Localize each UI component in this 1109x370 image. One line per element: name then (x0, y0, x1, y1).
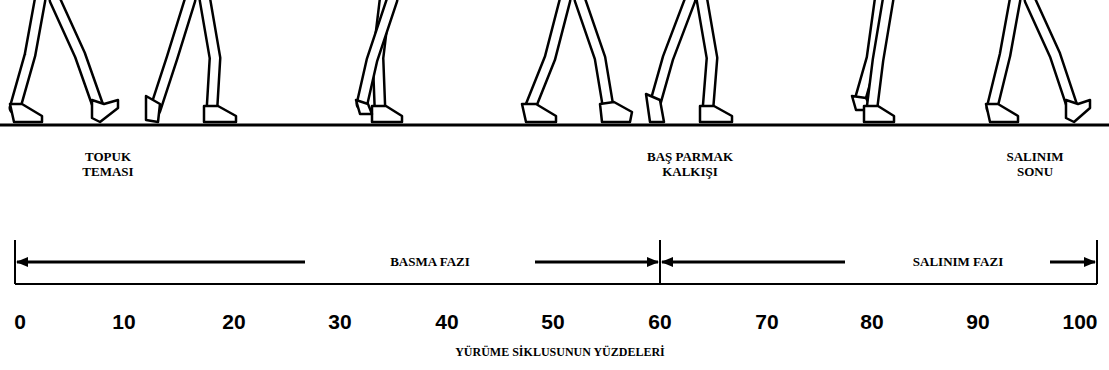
walking-figure (522, 0, 632, 122)
phase-arrow (535, 261, 658, 264)
axis-caption: YÜRÜME SİKLUSUNUN YÜZDELERİ (455, 346, 665, 360)
foot (146, 96, 160, 122)
leg (362, 0, 392, 104)
foot (986, 104, 1018, 122)
foot (204, 106, 236, 122)
leg (1030, 0, 1072, 106)
ground-line (0, 124, 1109, 127)
phase-arrow (1050, 261, 1095, 264)
leg (155, 0, 190, 110)
leg (205, 0, 215, 108)
phase-arrow (17, 261, 305, 264)
leg (1030, 0, 1072, 106)
foot (600, 102, 632, 122)
percent-tick: 80 (860, 310, 883, 334)
leg (655, 0, 690, 104)
phase-label: BASMA FAZI (387, 255, 473, 270)
leg (655, 0, 690, 104)
leg (15, 0, 40, 108)
leg (702, 0, 712, 108)
leg (362, 0, 392, 104)
percent-tick: 50 (541, 310, 564, 334)
walking-figure (10, 0, 118, 122)
walking-figure (356, 0, 402, 122)
foot (10, 104, 42, 122)
leg (55, 0, 98, 106)
leg (992, 0, 1015, 108)
percent-tick: 70 (755, 310, 778, 334)
bracket-tick (1096, 240, 1098, 284)
leg (702, 0, 712, 108)
percent-tick: 30 (328, 310, 351, 334)
leg (992, 0, 1015, 108)
leg (530, 0, 565, 108)
bracket-tick (659, 240, 661, 284)
percent-tick: 40 (435, 310, 458, 334)
foot (700, 106, 732, 122)
walking-figure (986, 0, 1090, 122)
foot (356, 100, 372, 114)
bracket-tick (14, 240, 16, 284)
percent-tick: 0 (14, 310, 26, 334)
phase-arrow (662, 261, 845, 264)
event-label: SALINIM SONU (994, 150, 1076, 180)
foot (1066, 100, 1090, 122)
foot (522, 104, 556, 122)
bracket-base (15, 283, 1097, 285)
percent-tick: 20 (222, 310, 245, 334)
walking-figure (646, 0, 732, 122)
leg (580, 0, 608, 106)
percent-tick: 100 (1062, 310, 1097, 334)
foot (864, 106, 894, 122)
foot (372, 106, 402, 122)
walking-figure (146, 0, 236, 122)
leg (872, 0, 888, 108)
leg (530, 0, 565, 108)
foot (92, 100, 118, 122)
percent-tick: 90 (966, 310, 989, 334)
leg (55, 0, 98, 106)
phase-label: SALINIM FAZI (910, 255, 1006, 270)
percent-tick: 60 (648, 310, 671, 334)
leg (15, 0, 40, 108)
foot (646, 94, 664, 122)
leg (205, 0, 215, 108)
leg (872, 0, 888, 108)
percent-tick: 10 (112, 310, 135, 334)
leg (580, 0, 608, 106)
walking-figure (852, 0, 894, 122)
event-label: TOPUK TEMASI (68, 150, 148, 180)
leg (155, 0, 190, 110)
event-label: BAŞ PARMAK KALKIŞI (634, 150, 746, 180)
